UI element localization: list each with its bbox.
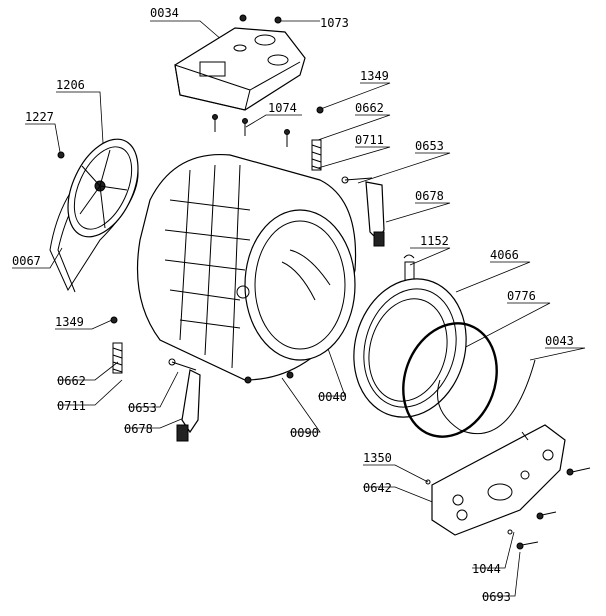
label-1206: 1206 — [56, 78, 85, 92]
label-0090: 0090 — [290, 426, 319, 440]
label-0711-bottom: 0711 — [57, 399, 86, 413]
label-0776: 0776 — [507, 289, 536, 303]
label-1349-bottom: 1349 — [55, 315, 84, 329]
clamp-wire-part — [437, 359, 536, 435]
label-1152: 1152 — [420, 234, 449, 248]
door-gasket-part — [353, 278, 467, 418]
label-4066: 4066 — [490, 248, 519, 262]
label-0067: 0067 — [12, 254, 41, 268]
front-plate-part — [425, 424, 591, 550]
top-cover-part — [174, 14, 306, 111]
label-0040: 0040 — [318, 390, 347, 404]
label-1074: 1074 — [268, 101, 297, 115]
label-0678-top: 0678 — [415, 189, 444, 203]
pulley-and-belt — [49, 138, 139, 293]
label-0642: 0642 — [363, 481, 392, 495]
part-labels: 0034 1073 1206 1227 1349 0662 1074 0711 … — [12, 6, 574, 604]
label-1349-top: 1349 — [360, 69, 389, 83]
label-1227: 1227 — [25, 110, 54, 124]
label-0043: 0043 — [545, 334, 574, 348]
upper-fasteners — [212, 106, 415, 281]
label-0653-bottom: 0653 — [128, 401, 157, 415]
label-0034: 0034 — [150, 6, 179, 20]
label-0678-bottom: 0678 — [124, 422, 153, 436]
leader-lines — [12, 20, 586, 597]
label-0711-top: 0711 — [355, 133, 384, 147]
label-0653-top: 0653 — [415, 139, 444, 153]
label-1350: 1350 — [363, 451, 392, 465]
label-1044: 1044 — [472, 562, 501, 576]
label-0662-bottom: 0662 — [57, 374, 86, 388]
label-0662-top: 0662 — [355, 101, 384, 115]
label-0693: 0693 — [482, 590, 511, 604]
clamp-ring-part — [402, 322, 498, 438]
lower-fasteners — [110, 316, 201, 442]
tub-part — [136, 153, 357, 384]
label-1073: 1073 — [320, 16, 349, 30]
